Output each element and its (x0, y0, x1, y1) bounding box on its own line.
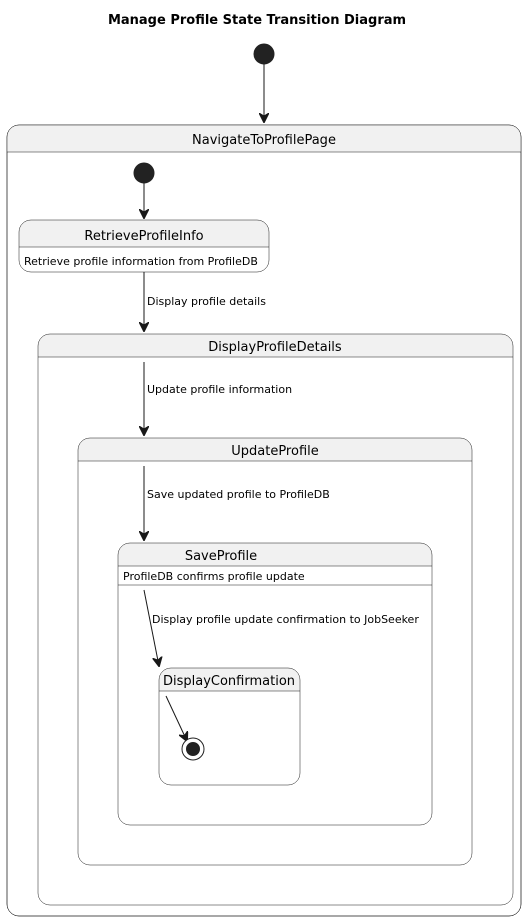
state-description-save: ProfileDB confirms profile update (123, 570, 305, 583)
transition-save-to-confirmation (143, 589, 159, 666)
transition-confirmation-to-final (165, 695, 187, 741)
final-state-node (181, 737, 205, 761)
transition-label-display-confirmation: Display profile update confirmation to J… (152, 613, 419, 626)
transition-label-display-details: Display profile details (147, 295, 266, 308)
state-title-display-details: DisplayProfileDetails (208, 340, 342, 355)
state-title-update: UpdateProfile (231, 444, 319, 459)
state-title-confirmation: DisplayConfirmation (163, 674, 295, 689)
state-description-retrieve: Retrieve profile information from Profil… (24, 255, 258, 268)
state-title-navigate: NavigateToProfilePage (192, 133, 336, 148)
initial-state-node (253, 43, 275, 65)
diagram-title: Manage Profile State Transition Diagram (108, 13, 406, 28)
transition-label-save-updated: Save updated profile to ProfileDB (147, 488, 330, 501)
state-title-save: SaveProfile (185, 549, 257, 564)
inner-initial-state-node (133, 162, 155, 184)
state-title-retrieve: RetrieveProfileInfo (84, 229, 203, 244)
transition-label-update-info: Update profile information (147, 383, 292, 396)
state-retrieve-profile-info: RetrieveProfileInfo Retrieve profile inf… (18, 219, 270, 273)
